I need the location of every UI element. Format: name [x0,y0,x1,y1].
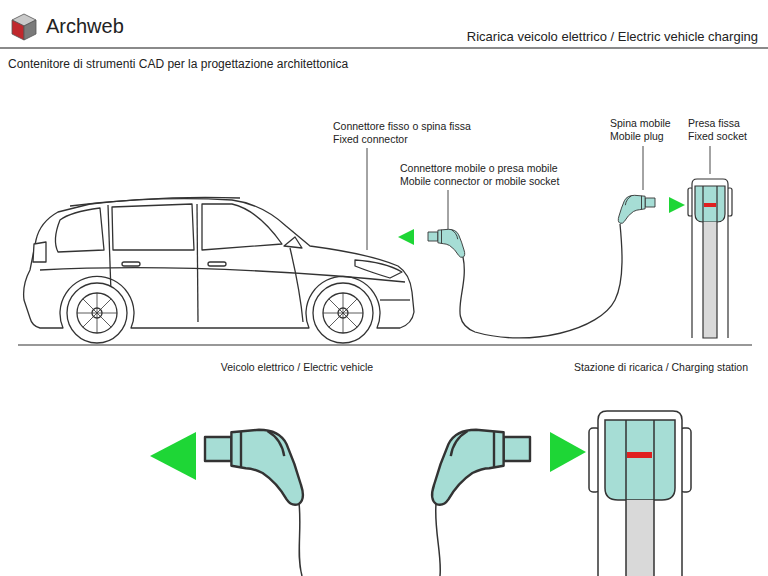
electric-car [122,262,140,266]
part-label: Fixed connector [333,133,408,146]
part-label: Mobile plug [610,130,664,143]
leader-line [710,146,711,174]
leader-line [448,190,449,230]
electric-car [40,268,405,282]
leader-line [643,146,644,190]
logo-cube [12,20,24,40]
logo-cube [24,20,36,40]
electric-car [33,242,46,262]
part-label: Connettore fisso o spina fissa [333,120,471,133]
mobile-connector-detail [205,430,303,505]
ground-line [18,344,752,345]
charging-cable [299,503,302,576]
charging-station [688,179,732,338]
direction-arrow [550,432,586,472]
electric-car [323,293,363,333]
charging-station-detail [598,411,682,576]
part-label: Mobile connector or mobile socket [400,175,559,188]
page-title: Ricarica veicolo elettrico / Electric ve… [467,29,758,45]
mobile-plug-detail [432,430,530,505]
electric-car [112,204,194,250]
electric-car [323,293,363,333]
charging-station-detail [626,420,654,500]
electric-car [290,248,303,322]
charging-station [704,203,716,207]
direction-arrow [669,197,685,213]
electric-car [202,204,282,250]
electric-car [208,262,226,266]
electric-car [77,293,117,333]
charging-station-detail [626,500,654,576]
electric-car [284,237,302,248]
electric-car [67,283,373,343]
charging-station-detail [589,411,691,576]
part-label: Fixed socket [688,130,747,143]
leader-line [367,146,710,250]
direction-arrow [150,432,196,480]
charging-cable [436,504,441,576]
section-label: Stazione di ricarica / Charging station [574,361,748,374]
electric-car [313,283,373,343]
charging-station [703,186,717,222]
mobile-connector [428,229,465,257]
brand-name: Archweb [46,14,124,38]
direction-arrow [398,229,414,245]
section-label: Veicolo elettrico / Electric vehicle [221,361,373,374]
electric-car [55,208,104,252]
subtitle: Contenitore di strumenti CAD per la prog… [8,57,348,71]
part-label: Spina mobile [610,117,671,130]
charging-station [695,186,725,222]
electric-car [77,293,117,333]
header-rule [0,47,768,49]
part-label: Presa fissa [688,117,740,130]
electric-car [355,260,402,278]
charging-station [703,222,717,338]
charging-cable [460,224,622,338]
logo-cube [12,14,36,40]
charging-station [692,179,728,338]
leader-line [367,148,368,250]
electric-car [197,204,198,322]
charging-station-detail [605,420,675,500]
electric-car [380,299,410,300]
mobile-plug [618,195,655,223]
charging-station-detail [627,452,652,458]
electric-car [24,197,414,343]
electric-car [67,283,127,343]
part-label: Connettore mobile o presa mobile [400,162,558,175]
